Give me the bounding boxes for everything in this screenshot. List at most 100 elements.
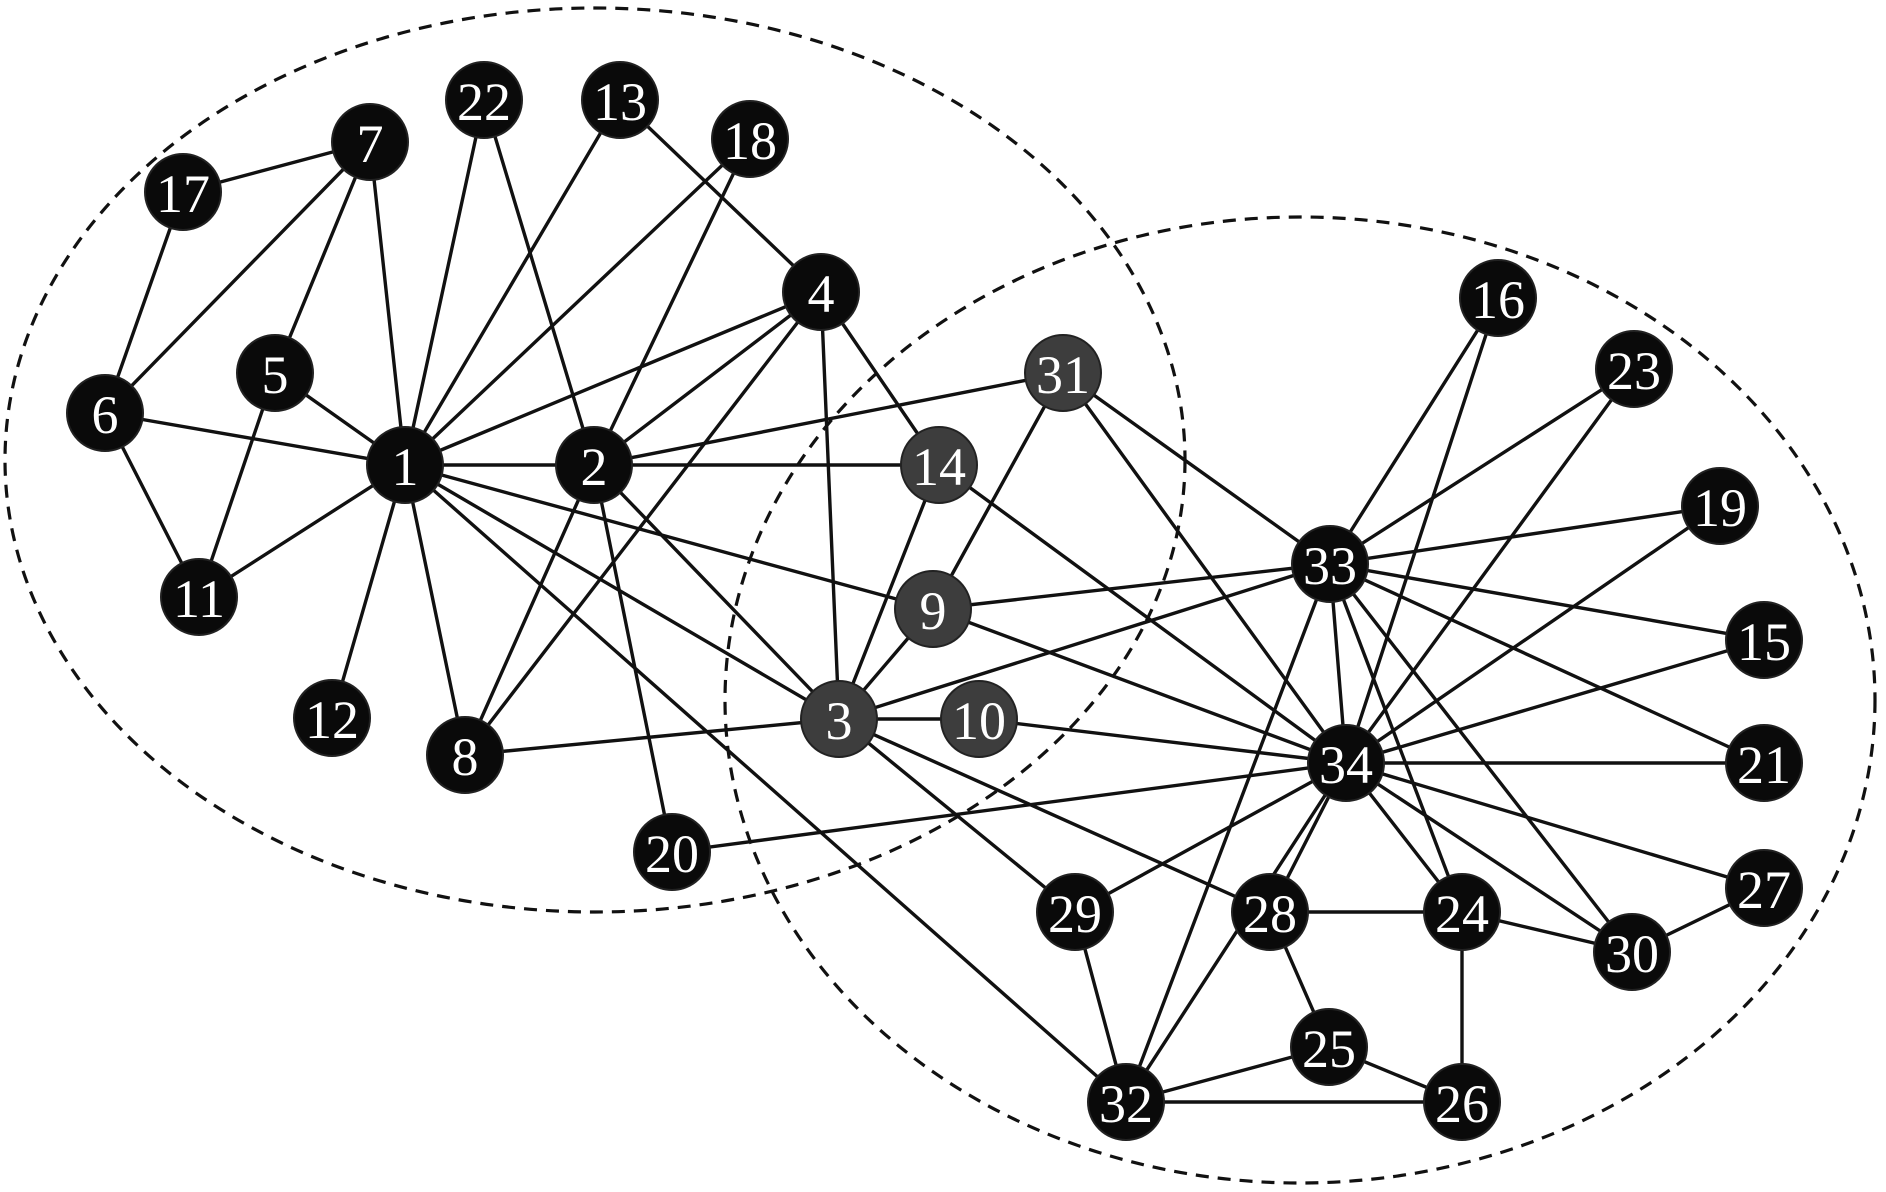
node-label: 1: [392, 437, 419, 497]
edge-16-34: [1344, 296, 1500, 765]
edge-31-33: [1061, 371, 1332, 566]
node-circle: [1681, 467, 1759, 545]
edge-9-31: [931, 371, 1065, 611]
node-circle: [900, 426, 978, 504]
edge-2-31: [592, 371, 1065, 467]
node-label: 5: [262, 345, 289, 405]
node-label: 21: [1737, 735, 1791, 795]
edge-1-12: [330, 463, 407, 720]
node-19: 19: [1681, 467, 1759, 545]
node-12: 12: [293, 679, 371, 757]
edge-2-3: [592, 463, 841, 721]
edge-31-34: [1061, 371, 1348, 765]
node-label: 22: [457, 72, 511, 132]
node-circle: [236, 334, 314, 412]
node-circle: [1725, 724, 1803, 802]
node-circle: [782, 253, 860, 331]
node-label: 20: [645, 824, 699, 884]
node-label: 8: [452, 727, 479, 787]
node-label: 27: [1737, 860, 1791, 920]
node-8: 8: [426, 716, 504, 794]
edge-2-22: [482, 98, 596, 467]
edge-9-33: [931, 562, 1332, 611]
node-33: 33: [1291, 525, 1369, 603]
node-label: 29: [1048, 884, 1102, 944]
edge-21-33: [1328, 562, 1766, 765]
node-label: 33: [1303, 536, 1357, 596]
edge-2-20: [592, 463, 674, 854]
edge-27-34: [1344, 761, 1766, 890]
edge-1-3: [403, 463, 841, 721]
node-label: 12: [305, 690, 359, 750]
node-6: 6: [66, 374, 144, 452]
node-circle: [1291, 525, 1369, 603]
node-20: 20: [633, 813, 711, 891]
node-circle: [1036, 873, 1114, 951]
edge-30-33: [1328, 562, 1634, 954]
node-circle: [445, 61, 523, 139]
node-5: 5: [236, 334, 314, 412]
node-label: 34: [1319, 735, 1373, 795]
node-circle: [366, 426, 444, 504]
edge-32-33: [1124, 562, 1332, 1104]
edge-1-11: [197, 463, 407, 599]
edge-1-6: [103, 411, 407, 467]
node-label: 2: [581, 437, 608, 497]
node-label: 17: [156, 164, 210, 224]
edge-10-34: [977, 717, 1348, 765]
node-label: 24: [1435, 884, 1489, 944]
node-circle: [293, 679, 371, 757]
node-circle: [1087, 1063, 1165, 1141]
edge-1-22: [403, 98, 486, 467]
node-label: 6: [92, 385, 119, 445]
node-circle: [66, 374, 144, 452]
node-label: 7: [357, 114, 384, 174]
node-label: 23: [1607, 341, 1661, 401]
edge-30-34: [1344, 761, 1634, 954]
node-label: 15: [1737, 612, 1791, 672]
node-circle: [1024, 334, 1102, 412]
node-circle: [426, 716, 504, 794]
node-circle: [1595, 330, 1673, 408]
edge-3-14: [837, 463, 941, 721]
node-label: 25: [1302, 1019, 1356, 1079]
edge-5-11: [197, 371, 277, 599]
node-34: 34: [1307, 724, 1385, 802]
node-16: 16: [1459, 259, 1537, 337]
node-circle: [940, 680, 1018, 758]
community-right-boundary: [723, 215, 1877, 1185]
edge-1-32: [403, 463, 1128, 1104]
edge-2-4: [592, 290, 823, 467]
edge-5-7: [273, 140, 372, 375]
node-label: 16: [1471, 270, 1525, 330]
node-23: 23: [1595, 330, 1673, 408]
edge-16-33: [1328, 296, 1500, 566]
node-circle: [1423, 1063, 1501, 1141]
node-14: 14: [900, 426, 978, 504]
node-13: 13: [581, 61, 659, 139]
edge-1-18: [403, 137, 752, 467]
edge-20-34: [670, 761, 1348, 854]
edge-4-8: [463, 290, 823, 757]
edge-3-33: [837, 562, 1332, 721]
node-circle: [1593, 913, 1671, 991]
node-circle: [1459, 259, 1537, 337]
node-30: 30: [1593, 913, 1671, 991]
node-label: 3: [826, 691, 853, 751]
node-31: 31: [1024, 334, 1102, 412]
node-label: 31: [1036, 345, 1090, 405]
node-22: 22: [445, 61, 523, 139]
node-25: 25: [1290, 1008, 1368, 1086]
node-18: 18: [711, 100, 789, 178]
node-circle: [894, 570, 972, 648]
edge-24-33: [1328, 562, 1464, 914]
edge-1-7: [368, 140, 407, 467]
node-circle: [1725, 601, 1803, 679]
edge-23-34: [1344, 367, 1636, 765]
node-label: 14: [912, 437, 966, 497]
node-circle: [711, 100, 789, 178]
node-circle: [1725, 849, 1803, 927]
edge-3-4: [819, 290, 841, 721]
node-3: 3: [800, 680, 878, 758]
